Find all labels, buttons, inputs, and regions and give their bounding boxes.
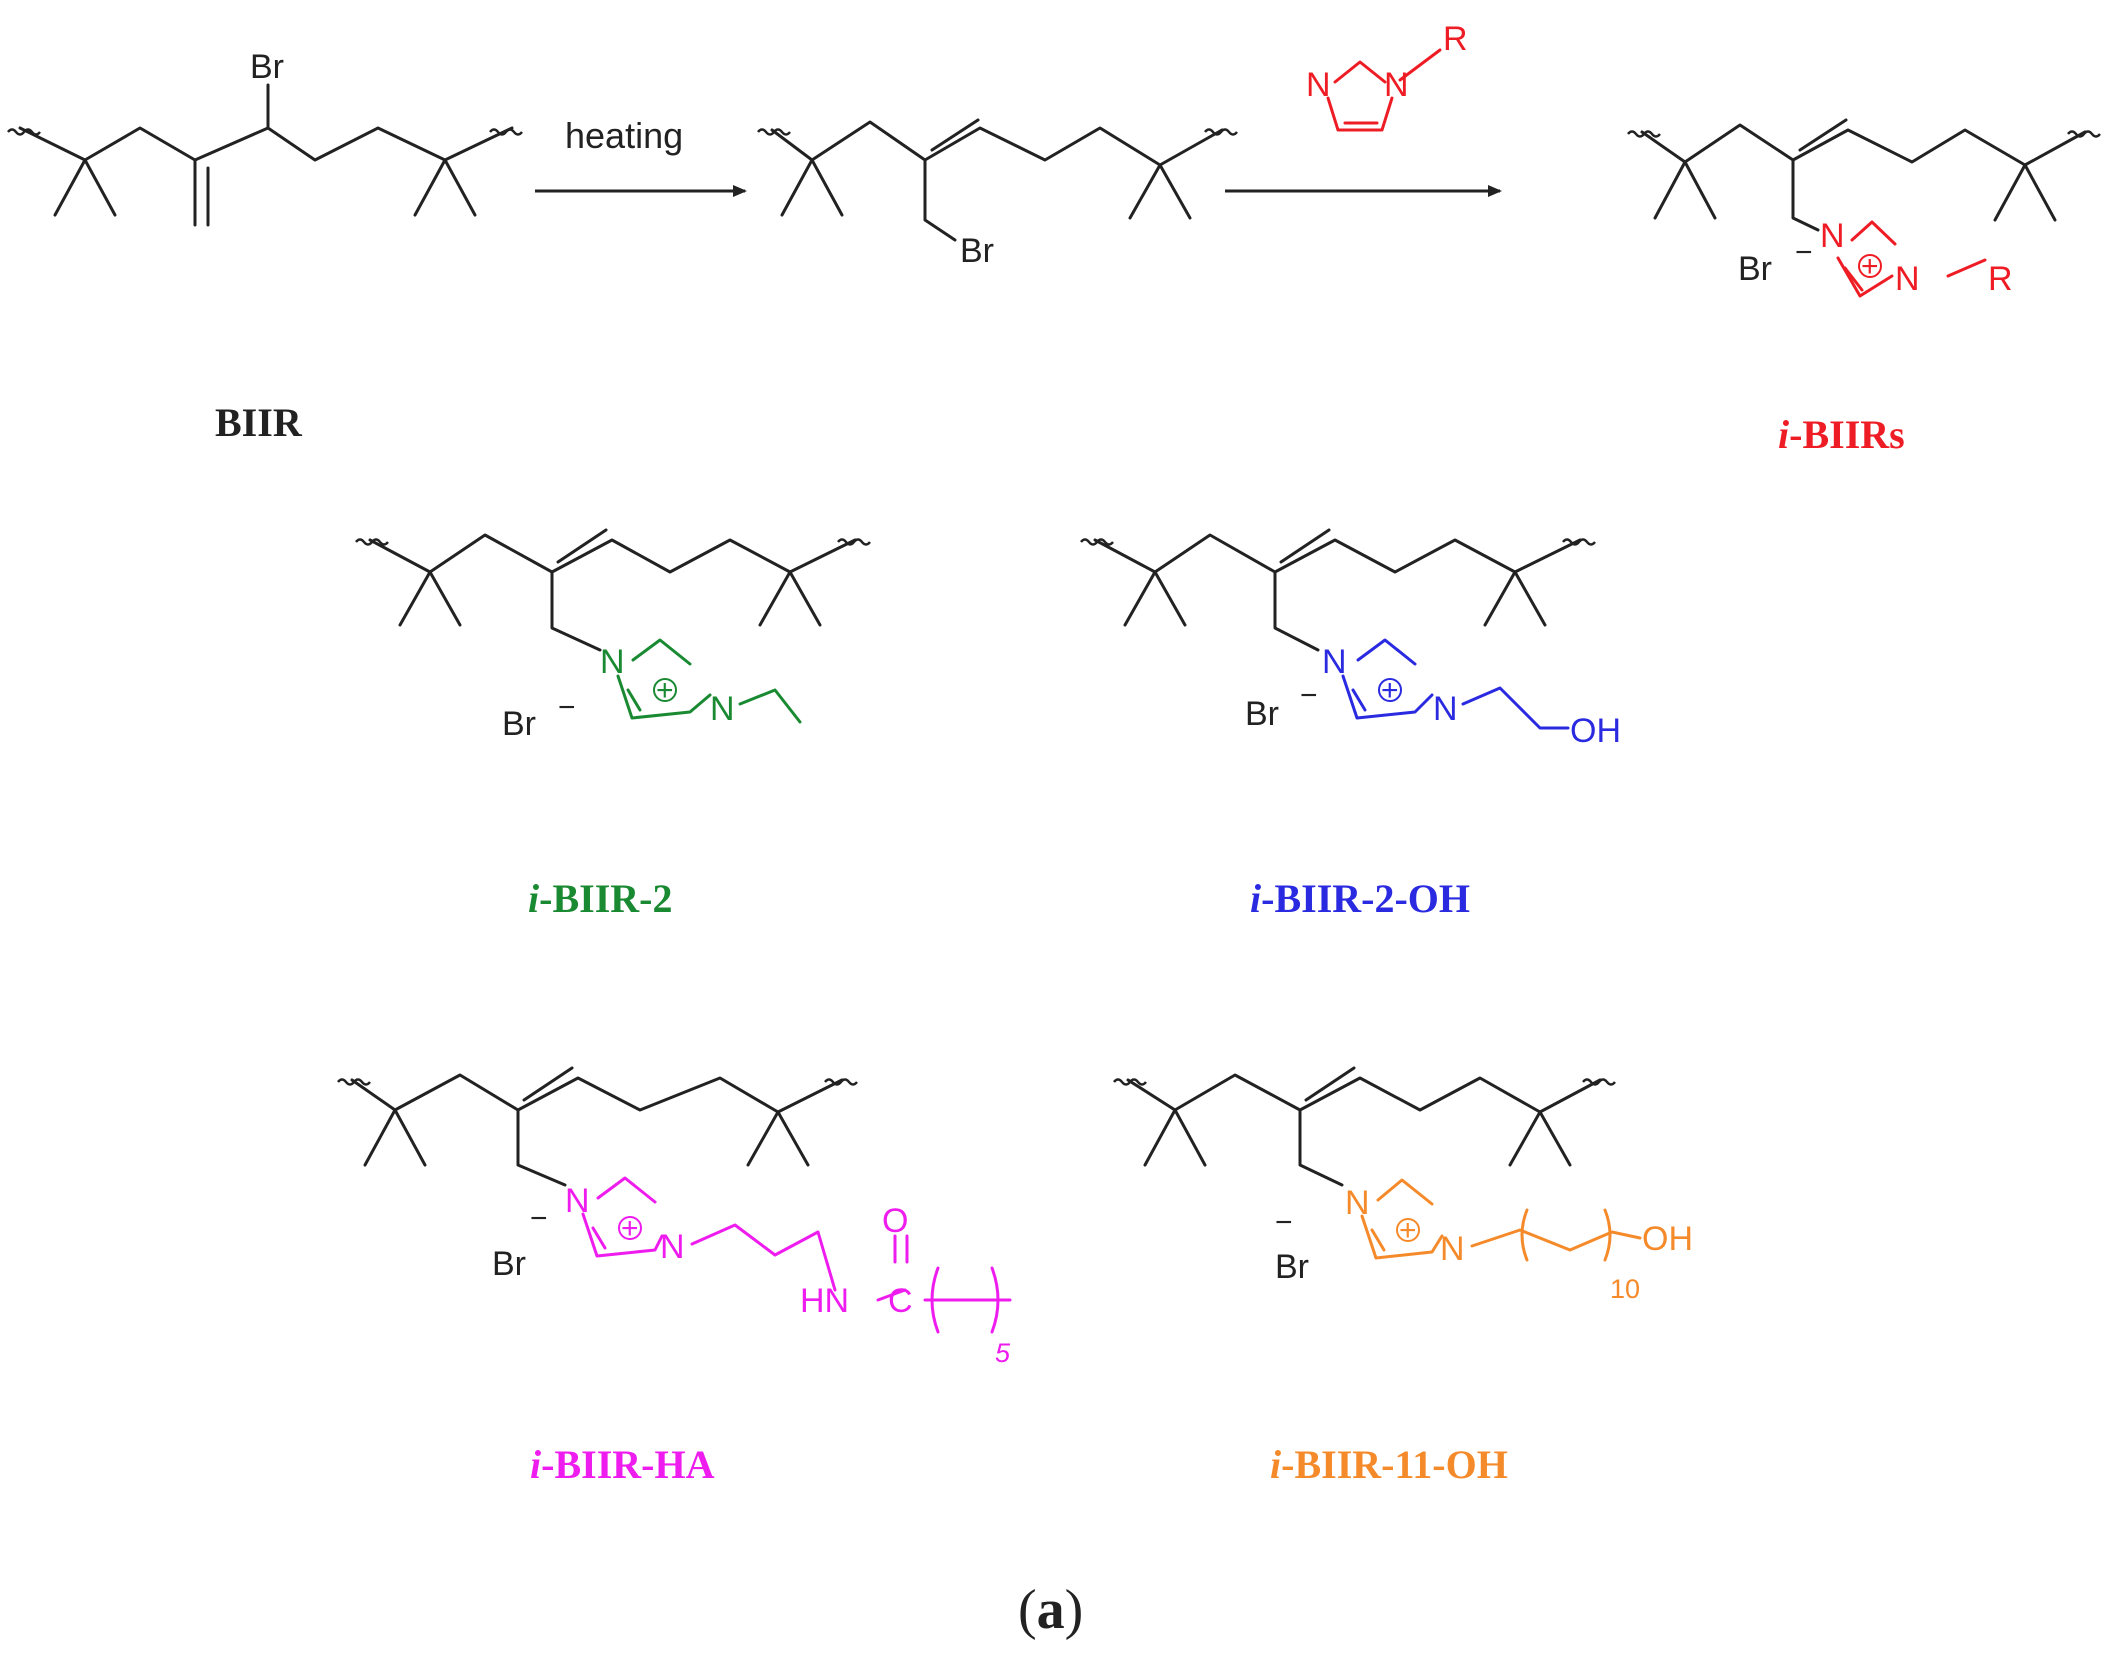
n-atom: N xyxy=(1820,217,1845,255)
biir-structure: Br xyxy=(6,48,524,227)
oh-group: OH xyxy=(1570,712,1621,750)
repeat-subscript: 10 xyxy=(1610,1274,1640,1304)
plus-charge: + xyxy=(1861,250,1879,283)
alkylation-arrow: N N R xyxy=(1225,20,1502,197)
plus-charge: + xyxy=(1399,1214,1417,1247)
br-atom: Br xyxy=(502,705,536,743)
minus-charge: − xyxy=(1275,1206,1293,1239)
n-atom: N xyxy=(710,690,735,728)
br-atom: Br xyxy=(960,232,994,270)
i-biir-ha-label: i-BIIR-HA xyxy=(530,1442,715,1487)
br-atom: Br xyxy=(1275,1248,1309,1286)
minus-charge: − xyxy=(1795,236,1813,269)
n-atom: N xyxy=(1345,1184,1370,1222)
i-biir-2-structure: N N + Br − xyxy=(354,528,872,743)
intermediate-structure: Br xyxy=(756,118,1239,270)
n-atom: N xyxy=(1440,1230,1465,1268)
carbonyl-c: C xyxy=(888,1282,913,1320)
heating-arrow: heating xyxy=(535,115,747,197)
repeat-subscript: 5 xyxy=(995,1338,1011,1368)
r-group: R xyxy=(1443,20,1468,58)
br-atom: Br xyxy=(250,48,284,86)
heating-label: heating xyxy=(565,115,683,156)
r-group: R xyxy=(1988,260,2013,298)
i-biir-2-oh-structure: N N OH + Br − xyxy=(1079,528,1621,750)
i-biir-11-oh-label: i-BIIR-11-OH xyxy=(1270,1442,1508,1487)
i-biir-ha-structure: N N O C HN 5 + Br − xyxy=(336,1066,1012,1368)
panel-label: (a) xyxy=(1018,1579,1083,1641)
n-atom: N xyxy=(1384,66,1409,104)
br-atom: Br xyxy=(1738,250,1772,288)
i-biir-2-label: i-BIIR-2 xyxy=(528,876,672,921)
oh-group: OH xyxy=(1642,1220,1693,1258)
n-atom: N xyxy=(1895,260,1920,298)
plus-charge: + xyxy=(656,674,674,707)
i-biir-11-oh-structure: N N OH 10 + Br − xyxy=(1112,1066,1693,1304)
br-atom: Br xyxy=(492,1245,526,1283)
n-atom: N xyxy=(1433,690,1458,728)
biir-label: BIIR xyxy=(215,400,303,445)
i-biir-2-oh-label: i-BIIR-2-OH xyxy=(1250,876,1470,921)
minus-charge: − xyxy=(1300,679,1318,712)
imidazole-reagent: N N R xyxy=(1306,20,1468,132)
minus-charge: − xyxy=(530,1202,548,1235)
n-atom: N xyxy=(1322,643,1347,681)
n-atom: N xyxy=(1306,66,1331,104)
carbonyl-o: O xyxy=(882,1202,908,1240)
minus-charge: − xyxy=(558,691,576,724)
plus-charge: + xyxy=(1381,674,1399,707)
i-biirs-structure: N N R + Br − xyxy=(1626,118,2102,298)
plus-charge: + xyxy=(621,1212,639,1245)
n-atom: N xyxy=(565,1182,590,1220)
hn-group: HN xyxy=(800,1282,849,1320)
br-atom: Br xyxy=(1245,695,1279,733)
n-atom: N xyxy=(660,1228,685,1266)
i-biirs-label: i-BIIRs xyxy=(1778,412,1905,457)
n-atom: N xyxy=(600,643,625,681)
